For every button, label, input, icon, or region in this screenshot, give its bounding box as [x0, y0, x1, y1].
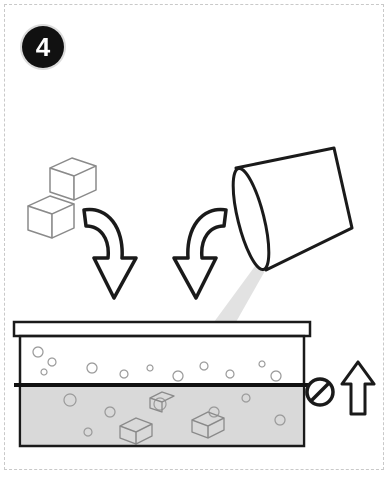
- curved-down-arrow-icon: [174, 210, 226, 298]
- water-container-icon: [14, 322, 312, 446]
- curved-down-arrow-icon: [84, 210, 136, 298]
- up-arrow-icon: [342, 362, 374, 414]
- pour-stream: [214, 262, 270, 322]
- no-symbol-icon: [307, 379, 333, 405]
- pouring-cup-icon: [226, 148, 352, 273]
